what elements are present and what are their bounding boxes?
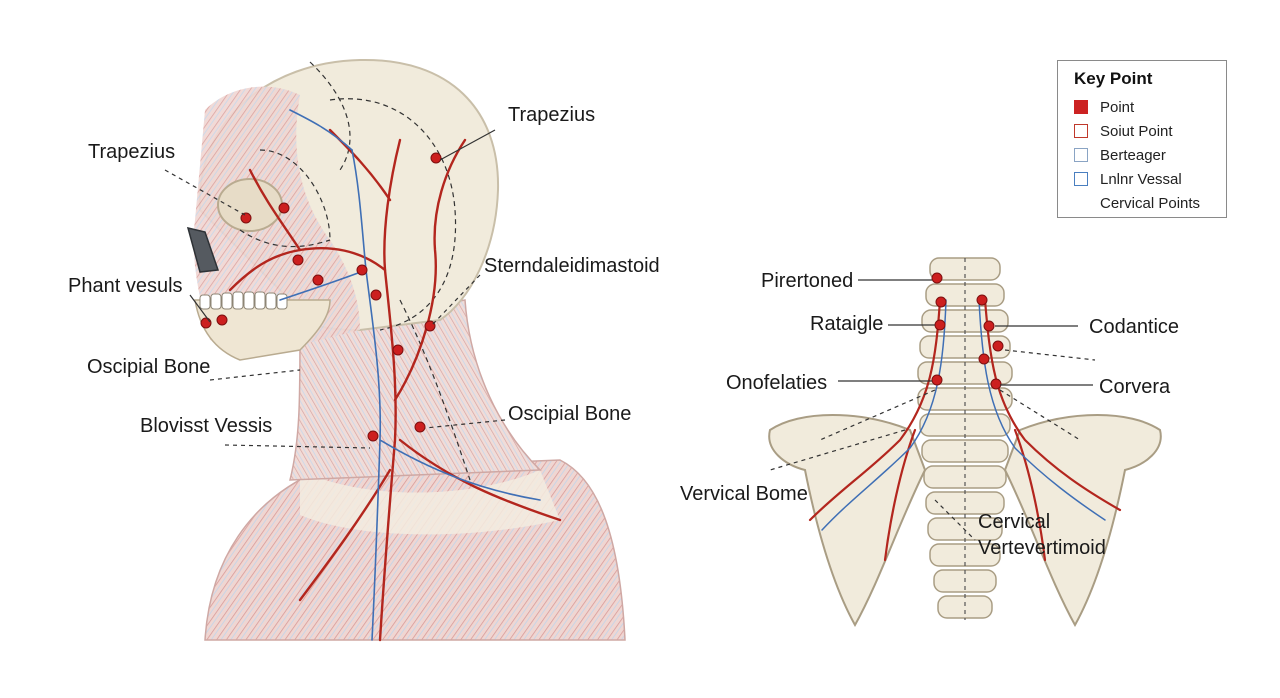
head-point bbox=[392, 344, 404, 356]
label-cervical: Cervical bbox=[978, 511, 1050, 533]
scapula-left bbox=[768, 414, 927, 628]
label-oscipial-bone-left: Oscipial Bone bbox=[87, 356, 210, 378]
legend-swatch bbox=[1074, 172, 1088, 186]
legend-item: Point bbox=[1074, 95, 1216, 119]
head-point bbox=[312, 274, 324, 286]
legend-item: Berteager bbox=[1074, 143, 1216, 167]
teeth bbox=[199, 291, 288, 310]
head-point bbox=[200, 317, 212, 329]
head-point bbox=[216, 314, 228, 326]
neck bbox=[289, 299, 542, 481]
shoulder-muscles bbox=[204, 459, 626, 641]
legend-item: Lnlnr Vessal bbox=[1074, 167, 1216, 191]
legend-swatch bbox=[1074, 100, 1088, 114]
head-point bbox=[278, 202, 290, 214]
legend-title: Key Point bbox=[1074, 69, 1153, 88]
head-leader-lines bbox=[164, 129, 506, 449]
spine-point bbox=[992, 340, 1004, 352]
legend-item: Cervical Points bbox=[1074, 191, 1216, 215]
spine-point bbox=[983, 320, 995, 332]
spine-point bbox=[931, 374, 943, 386]
spine-point bbox=[934, 319, 946, 331]
head-point bbox=[430, 152, 442, 164]
label-vervical-bome: Vervical Bome bbox=[680, 483, 808, 505]
spine-point bbox=[978, 353, 990, 365]
legend-label: Berteager bbox=[1100, 146, 1166, 164]
clavicle-area bbox=[300, 470, 560, 535]
legend-label: Lnlnr Vessal bbox=[1100, 170, 1182, 188]
scapula-right bbox=[1003, 414, 1162, 628]
label-oscipial-bone-right: Oscipial Bone bbox=[508, 403, 631, 425]
spine-point bbox=[931, 272, 943, 284]
nasal-cavity bbox=[186, 226, 220, 273]
spine-key-points bbox=[931, 272, 1004, 390]
legend-label: Point bbox=[1100, 98, 1135, 116]
label-phant-vesuls: Phant vesuls bbox=[68, 275, 183, 297]
label-vertevertimoid: Vertevertimoid bbox=[978, 537, 1106, 559]
label-corvera: Corvera bbox=[1099, 376, 1171, 398]
spine-point bbox=[935, 296, 947, 308]
head-point bbox=[240, 212, 252, 224]
head-point bbox=[414, 421, 426, 433]
legend-label: Cervical Points bbox=[1100, 194, 1201, 212]
head-point bbox=[424, 320, 436, 332]
arteries bbox=[228, 128, 562, 642]
legend-item: Soiut Point bbox=[1074, 119, 1216, 143]
legend-swatch bbox=[1074, 124, 1088, 138]
head-point bbox=[292, 254, 304, 266]
label-onofelaties: Onofelaties bbox=[726, 372, 827, 394]
spine-arteries bbox=[808, 298, 1122, 562]
head-point bbox=[370, 289, 382, 301]
spine-figure: Pirertoned Rataigle Codantice Onofelatie… bbox=[680, 257, 1179, 628]
spine-point bbox=[976, 294, 988, 306]
legend-label: Soiut Point bbox=[1100, 122, 1173, 140]
spine-leader-lines bbox=[769, 279, 1096, 541]
label-trapezius-left: Trapezius bbox=[88, 141, 175, 163]
label-trapezius-top: Trapezius bbox=[508, 104, 595, 126]
label-blovisst-vessis: Blovisst Vessis bbox=[140, 415, 272, 437]
veins bbox=[279, 109, 541, 641]
spine-veins bbox=[821, 299, 1106, 531]
legend-swatch bbox=[1074, 148, 1088, 162]
head-point bbox=[356, 264, 368, 276]
label-rataigle: Rataigle bbox=[810, 313, 883, 335]
label-sternocleidomastoid: Sterndaleidimastoid bbox=[484, 255, 660, 277]
label-codantice: Codantice bbox=[1089, 316, 1179, 338]
dashed-outlines bbox=[239, 61, 471, 481]
spine-point bbox=[990, 378, 1002, 390]
eye-socket bbox=[217, 178, 283, 232]
label-pirertoned: Pirertoned bbox=[761, 270, 853, 292]
head-neck-figure: Trapezius Trapezius Sterndaleidimastoid … bbox=[68, 58, 660, 642]
head-point bbox=[367, 430, 379, 442]
